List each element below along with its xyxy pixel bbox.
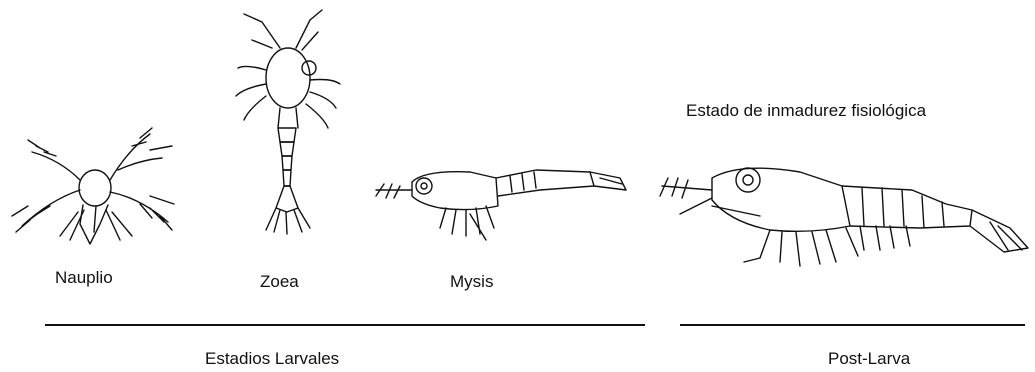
zoea-illustration bbox=[236, 10, 340, 234]
group-label-post-larva: Post-Larva bbox=[828, 349, 910, 369]
maturity-note: Estado de inmadurez fisiológica bbox=[686, 101, 926, 121]
stage-label-nauplio: Nauplio bbox=[55, 268, 113, 288]
stage-label-zoea: Zoea bbox=[260, 272, 299, 292]
larval-stages-divider bbox=[45, 324, 645, 326]
mysis-illustration bbox=[376, 170, 626, 240]
stage-label-mysis: Mysis bbox=[450, 272, 493, 292]
group-label-larval-stages: Estadios Larvales bbox=[205, 349, 339, 369]
post-larva-divider bbox=[680, 324, 1025, 326]
nauplio-illustration bbox=[12, 128, 174, 244]
post-larva-illustration bbox=[660, 168, 1028, 266]
